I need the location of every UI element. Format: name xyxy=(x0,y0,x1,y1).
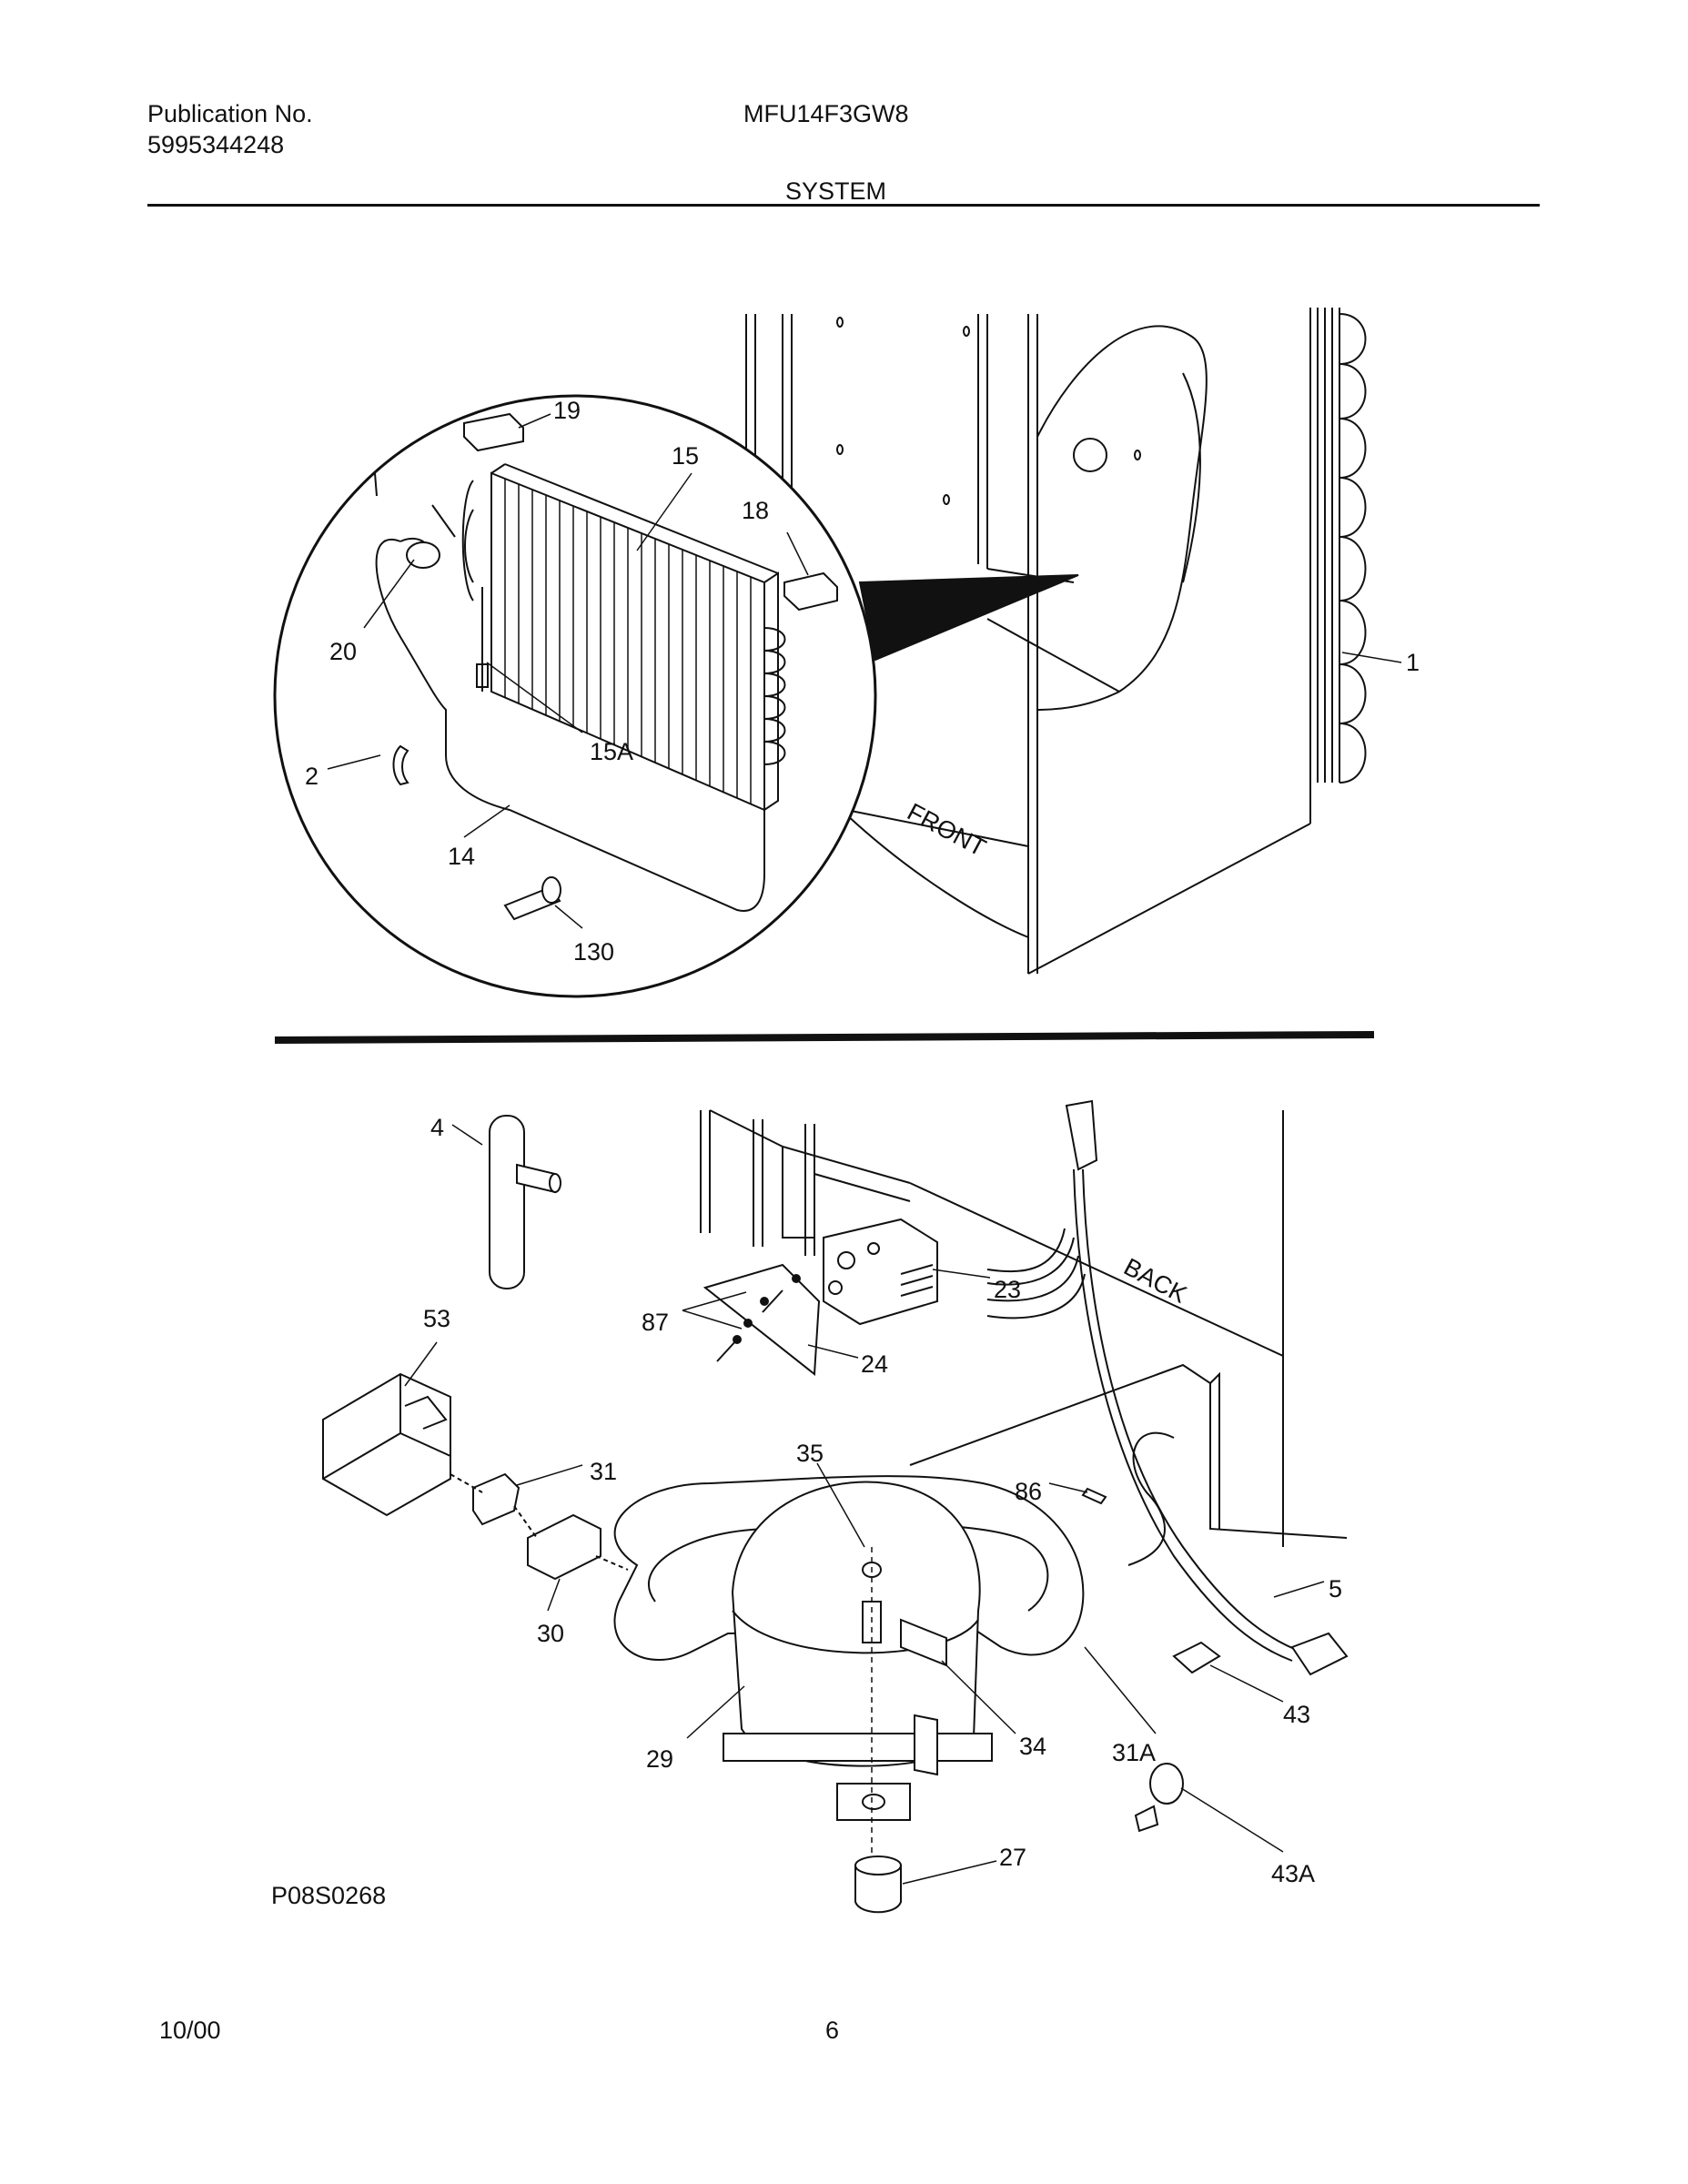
drain-fitting-130 xyxy=(503,876,561,921)
screws-87 xyxy=(716,1274,801,1362)
callout-30: 30 xyxy=(537,1620,564,1647)
callout-31: 31 xyxy=(590,1458,617,1485)
revision-date: 10/00 xyxy=(159,2017,221,2044)
clamp-43 xyxy=(1172,1641,1221,1674)
callout-43: 43 xyxy=(1283,1701,1310,1728)
callout-53: 53 xyxy=(423,1305,450,1332)
callout-14: 14 xyxy=(448,843,475,870)
callout-15A: 15A xyxy=(590,738,633,765)
overload-31 xyxy=(472,1472,521,1526)
pad-19 xyxy=(463,412,524,452)
leaders-top xyxy=(327,413,1402,929)
callout-24: 24 xyxy=(861,1350,888,1378)
grommet-27 xyxy=(854,1855,902,1914)
harness-wires xyxy=(986,1228,1175,1566)
clamp-43A xyxy=(1134,1763,1184,1833)
section-title: SYSTEM xyxy=(785,177,887,205)
drawing-code: P08S0268 xyxy=(271,1882,387,1909)
bracket-24 xyxy=(702,1263,821,1376)
callout-1: 1 xyxy=(1406,649,1420,676)
cabinet-holes xyxy=(836,317,1141,505)
callout-15: 15 xyxy=(672,442,699,470)
leaders-bottom xyxy=(404,1124,1325,1885)
callout-19: 19 xyxy=(553,397,581,424)
callout-2: 2 xyxy=(305,763,318,790)
header-rule xyxy=(147,204,1540,207)
section-separator xyxy=(274,1031,1375,1044)
relay-30 xyxy=(527,1513,601,1581)
callout-23: 23 xyxy=(994,1276,1021,1303)
detail-pointer-wedge xyxy=(858,574,1079,662)
clip-2 xyxy=(392,744,409,786)
callout-87: 87 xyxy=(642,1309,669,1336)
back-label: BACK xyxy=(1119,1253,1191,1309)
page-number: 6 xyxy=(825,2017,840,2044)
condenser-coil xyxy=(1309,308,1367,784)
power-cord-5 xyxy=(1065,1099,1349,1676)
evaporator xyxy=(461,463,786,812)
defrost-wiring xyxy=(374,472,765,912)
cabinet-back xyxy=(700,1109,1348,1547)
callout-4: 4 xyxy=(430,1114,444,1141)
cabinet-outline xyxy=(745,314,1311,975)
callout-35: 35 xyxy=(796,1440,824,1467)
callout-29: 29 xyxy=(646,1745,673,1773)
callout-86: 86 xyxy=(1015,1478,1042,1505)
callout-5: 5 xyxy=(1329,1575,1342,1603)
compressor-29 xyxy=(723,1481,993,1821)
model-number: MFU14F3GW8 xyxy=(743,100,909,127)
pad-18 xyxy=(783,571,838,612)
filter-drier-4 xyxy=(489,1115,561,1289)
callout-20: 20 xyxy=(329,638,357,665)
ground-screw-86 xyxy=(1081,1487,1107,1505)
callout-43A: 43A xyxy=(1271,1860,1315,1887)
callout-31A: 31A xyxy=(1112,1739,1156,1766)
callout-34: 34 xyxy=(1019,1733,1046,1760)
publication-number: 5995344248 xyxy=(147,131,285,158)
callout-18: 18 xyxy=(742,497,769,524)
publication-label: Publication No. xyxy=(147,100,313,127)
relay-cover-53 xyxy=(322,1372,451,1517)
callout-27: 27 xyxy=(999,1844,1026,1871)
callout-130: 130 xyxy=(573,938,614,966)
front-label: FRONT xyxy=(903,798,990,862)
defrost-timer-23 xyxy=(823,1218,938,1326)
